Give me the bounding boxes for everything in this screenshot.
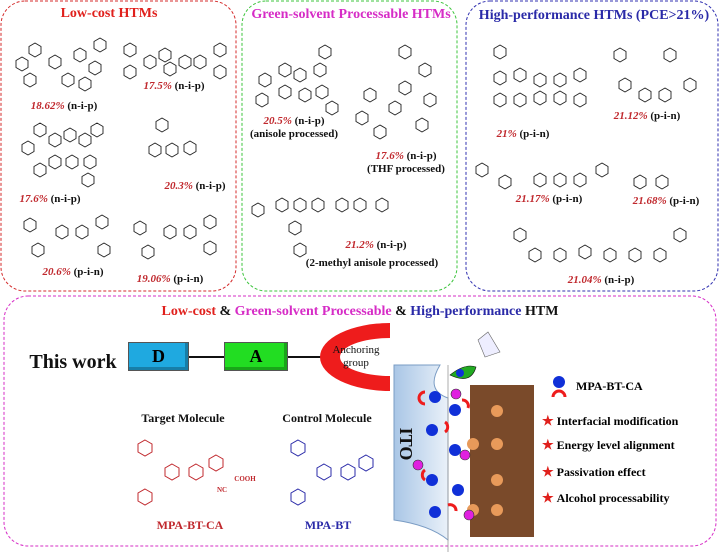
green-item: 17.6% (n-i-p): [375, 150, 437, 162]
control-molecule-name: MPA-BT: [304, 518, 352, 532]
high-perf-item: 21.12% (p-i-n): [613, 110, 681, 122]
cooh-label: COOH: [234, 475, 256, 483]
green-item-note: (THF processed): [367, 163, 445, 175]
low-cost-item: 19.06% (p-i-n): [136, 273, 204, 285]
this-work-panel-border: [3, 295, 717, 547]
feature-item: ★Energy level alignment: [542, 437, 675, 452]
high-perf-panel-border: [465, 0, 719, 292]
nc-label: NC: [216, 486, 228, 494]
feature-item: ★Interfacial modification: [542, 413, 679, 428]
molecule-sketches: [15, 37, 697, 263]
acceptor-box: A: [224, 342, 288, 371]
legend-mpa-bt-ca: MPA-BT-CA: [576, 379, 643, 393]
low-cost-title: Low-cost HTMs: [60, 6, 158, 21]
ito-label: ITO: [396, 427, 416, 461]
control-molecule-structure: [290, 439, 374, 506]
low-cost-item: 20.3% (n-i-p): [164, 180, 226, 192]
this-work-heading: Low-cost & Green-solvent Processable & H…: [161, 304, 559, 319]
green-panel-border: [241, 0, 458, 292]
anchoring-group-shape: [320, 323, 390, 391]
target-molecule-label: Target Molecule: [141, 411, 225, 425]
green-solvent-title: Green-solvent Processable HTMs: [251, 7, 451, 22]
high-perf-item: 21.04% (n-i-p): [567, 274, 635, 286]
control-molecule-label: Control Molecule: [282, 411, 372, 425]
high-performance-title: High-performance HTMs (PCE>21%): [478, 8, 710, 23]
target-molecule-name: MPA-BT-CA: [156, 518, 224, 532]
high-perf-item: 21.68% (p-i-n): [632, 195, 700, 207]
low-cost-panel-border: [0, 0, 237, 292]
mpa-bt-ca-molecules: [412, 388, 475, 521]
low-cost-item: 17.5% (n-i-p): [143, 80, 205, 92]
green-item: 20.5% (n-i-p): [263, 115, 325, 127]
this-work-label: This work: [29, 351, 117, 373]
feature-item: ★Passivation effect: [542, 464, 646, 479]
donor-box: D: [128, 342, 189, 371]
target-molecule-structure: [137, 439, 224, 506]
anchoring-group-label: Anchoring group: [332, 344, 380, 369]
low-cost-item: 18.62% (n-i-p): [30, 100, 98, 112]
perovskite-lattice: [467, 385, 534, 537]
high-perf-item: 21% (p-i-n): [496, 128, 550, 140]
high-perf-item: 21.17% (p-i-n): [515, 193, 583, 205]
green-item-note: (anisole processed): [249, 128, 339, 140]
green-item-note: (2-methyl anisole processed): [305, 257, 439, 269]
low-cost-item: 17.6% (n-i-p): [19, 193, 81, 205]
green-item: 21.2% (n-i-p): [345, 239, 407, 251]
low-cost-item: 20.6% (p-i-n): [42, 266, 104, 278]
feature-item: ★Alcohol processability: [542, 490, 670, 505]
